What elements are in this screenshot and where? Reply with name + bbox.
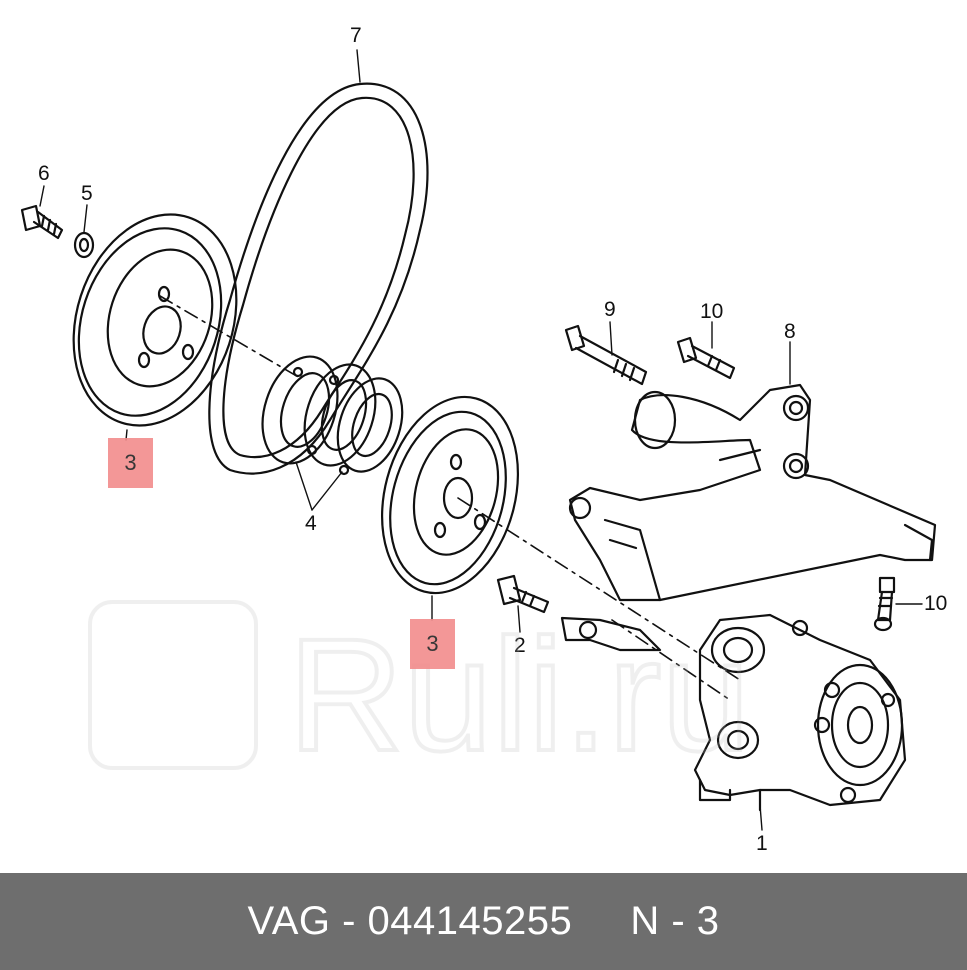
part-number-label: VAG - 044145255 N - 3	[247, 899, 720, 943]
support-arm	[560, 616, 662, 652]
parts-diagram: 7 6 5 9 10 8 4 10 2 1	[20, 24, 947, 855]
spacer-rings	[261, 355, 404, 476]
drive-belt	[208, 82, 429, 475]
mounting-bracket	[568, 383, 937, 602]
washer-5	[73, 231, 95, 259]
callout-7: 7	[350, 24, 362, 47]
highlight-part-3-right: 3	[410, 619, 455, 669]
bolt-9	[564, 324, 648, 386]
power-steering-pump	[693, 613, 907, 812]
bolt-10-lower	[873, 576, 896, 632]
callout-10-upper: 10	[700, 300, 723, 323]
callout-6: 6	[38, 162, 50, 185]
callout-8: 8	[784, 320, 796, 343]
footer-bar: VAG - 044145255 N - 3	[0, 873, 967, 970]
axis-line	[159, 295, 741, 701]
leader-lines	[39, 49, 923, 831]
callout-9: 9	[604, 298, 616, 321]
watermark-logo: Ruli.ru	[88, 600, 752, 770]
callout-1: 1	[756, 832, 768, 855]
bolt-6	[20, 204, 64, 240]
bolt-2	[496, 574, 550, 614]
callout-10-lower: 10	[924, 592, 947, 615]
pulley-left	[72, 213, 238, 427]
callout-4: 4	[305, 512, 317, 535]
callout-2: 2	[514, 634, 526, 657]
bolt-10-upper	[676, 336, 736, 380]
pulley-right	[380, 395, 520, 595]
watermark-text: Ruli.ru	[288, 605, 750, 770]
highlight-part-3-left: 3	[108, 438, 153, 488]
callout-5: 5	[81, 182, 93, 205]
